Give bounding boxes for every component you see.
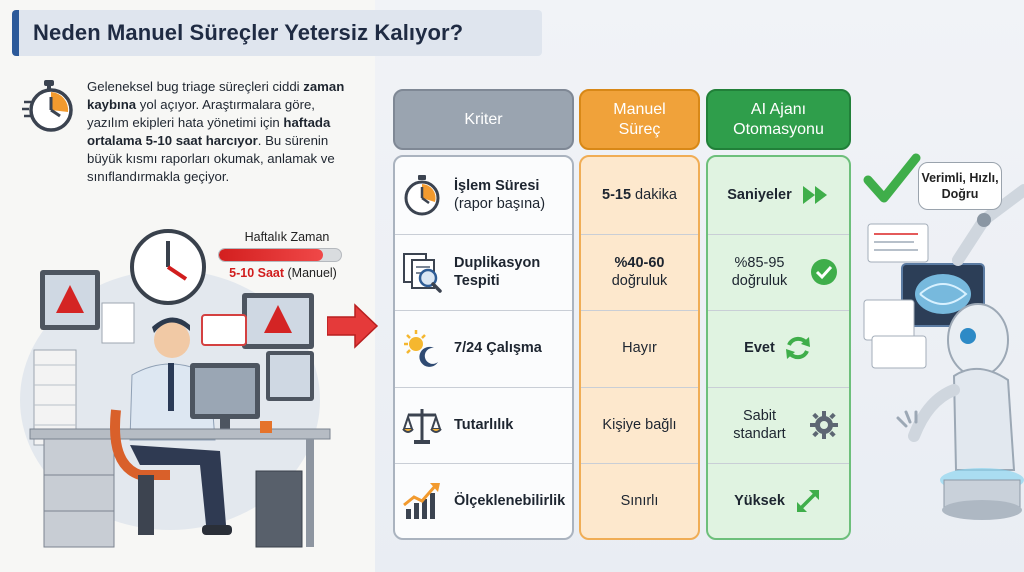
stopwatch-icon xyxy=(400,173,444,217)
fast-forward-icon xyxy=(800,180,830,210)
header-criteria: Kriter xyxy=(393,89,574,150)
ai-cell: Saniyeler xyxy=(708,157,849,234)
ai-value: %85-95 doğruluk xyxy=(731,254,788,289)
ai-cell: Evet xyxy=(708,310,849,387)
gear-icon xyxy=(809,410,839,440)
manual-column xyxy=(579,155,700,540)
row-divider xyxy=(581,386,698,388)
criteria-label: Duplikasyon Tespiti xyxy=(454,254,541,289)
stressed-worker-illustration xyxy=(20,229,331,548)
row-divider xyxy=(708,233,849,235)
row-divider xyxy=(395,463,572,464)
page-title: Neden Manuel Süreçler Yetersiz Kalıyor? xyxy=(33,20,464,45)
ai-column xyxy=(706,155,851,540)
weekly-time-fill xyxy=(219,249,323,261)
sun-moon-icon xyxy=(400,326,444,370)
row-divider xyxy=(708,386,849,388)
scale-icon xyxy=(400,403,444,447)
growth-chart-icon xyxy=(400,479,444,523)
ai-value: Evet xyxy=(744,340,775,357)
manual-cell: Sınırlı xyxy=(620,493,659,510)
ai-cell: Yüksek xyxy=(708,463,849,540)
weekly-time-label: Haftalık Zaman xyxy=(244,230,330,244)
weekly-time-indicator: Haftalık Zaman 5-10 Saat (Manuel) xyxy=(218,230,348,280)
row-divider xyxy=(395,310,572,311)
header-manual: Manuel Süreç xyxy=(579,89,700,150)
criteria-column xyxy=(393,155,574,540)
speech-bubble: Verimli, Hızlı, Doğru xyxy=(918,162,1002,210)
criteria-label: Tutarlılık xyxy=(454,416,514,433)
weekly-time-value: 5-10 Saat (Manuel) xyxy=(229,266,337,280)
ai-cell: Sabit standart xyxy=(708,387,849,464)
row-divider xyxy=(708,310,849,311)
manual-cell: Kişiye bağlı xyxy=(602,416,677,433)
title-bar: Neden Manuel Süreçler Yetersiz Kalıyor? xyxy=(12,10,542,56)
criteria-cell: İşlem Süresi(rapor başına) xyxy=(400,157,572,234)
ai-cell: %85-95 doğruluk xyxy=(708,234,849,311)
criteria-cell: Tutarlılık xyxy=(400,387,572,464)
row-divider xyxy=(581,233,698,235)
refresh-icon xyxy=(783,333,813,363)
criteria-label: 7/24 Çalışma xyxy=(454,340,542,357)
stopwatch-icon xyxy=(22,80,73,132)
intro-text: Geleneksel bug triage süreçleri ciddi za… xyxy=(87,79,345,184)
criteria-cell: Ölçeklenebilirlik xyxy=(400,463,572,540)
criteria-label: Ölçeklenebilirlik xyxy=(454,493,566,510)
criteria-cell: 7/24 Çalışma xyxy=(400,310,572,387)
row-divider xyxy=(581,310,698,311)
criteria-cell: Duplikasyon Tespiti xyxy=(400,234,572,311)
ai-value: Sabit standart xyxy=(733,407,786,442)
manual-cell: Hayır xyxy=(622,340,657,357)
ai-robot-illustration xyxy=(863,153,1024,520)
criteria-label: İşlem Süresi(rapor başına) xyxy=(454,178,546,213)
document-search-icon xyxy=(400,250,444,294)
row-divider xyxy=(395,386,572,388)
manual-cell: 5-15 dakika xyxy=(602,187,677,204)
right-arrow-icon xyxy=(327,303,379,349)
ai-value: Saniyeler xyxy=(727,187,792,204)
row-divider xyxy=(581,463,698,464)
row-divider xyxy=(395,233,572,235)
row-divider xyxy=(708,463,849,464)
header-ai: AI Ajanı Otomasyonu xyxy=(706,89,851,150)
weekly-time-bar xyxy=(218,248,342,262)
expand-arrows-icon xyxy=(793,486,823,516)
check-circle-icon xyxy=(809,257,839,287)
ai-value: Yüksek xyxy=(734,493,785,510)
